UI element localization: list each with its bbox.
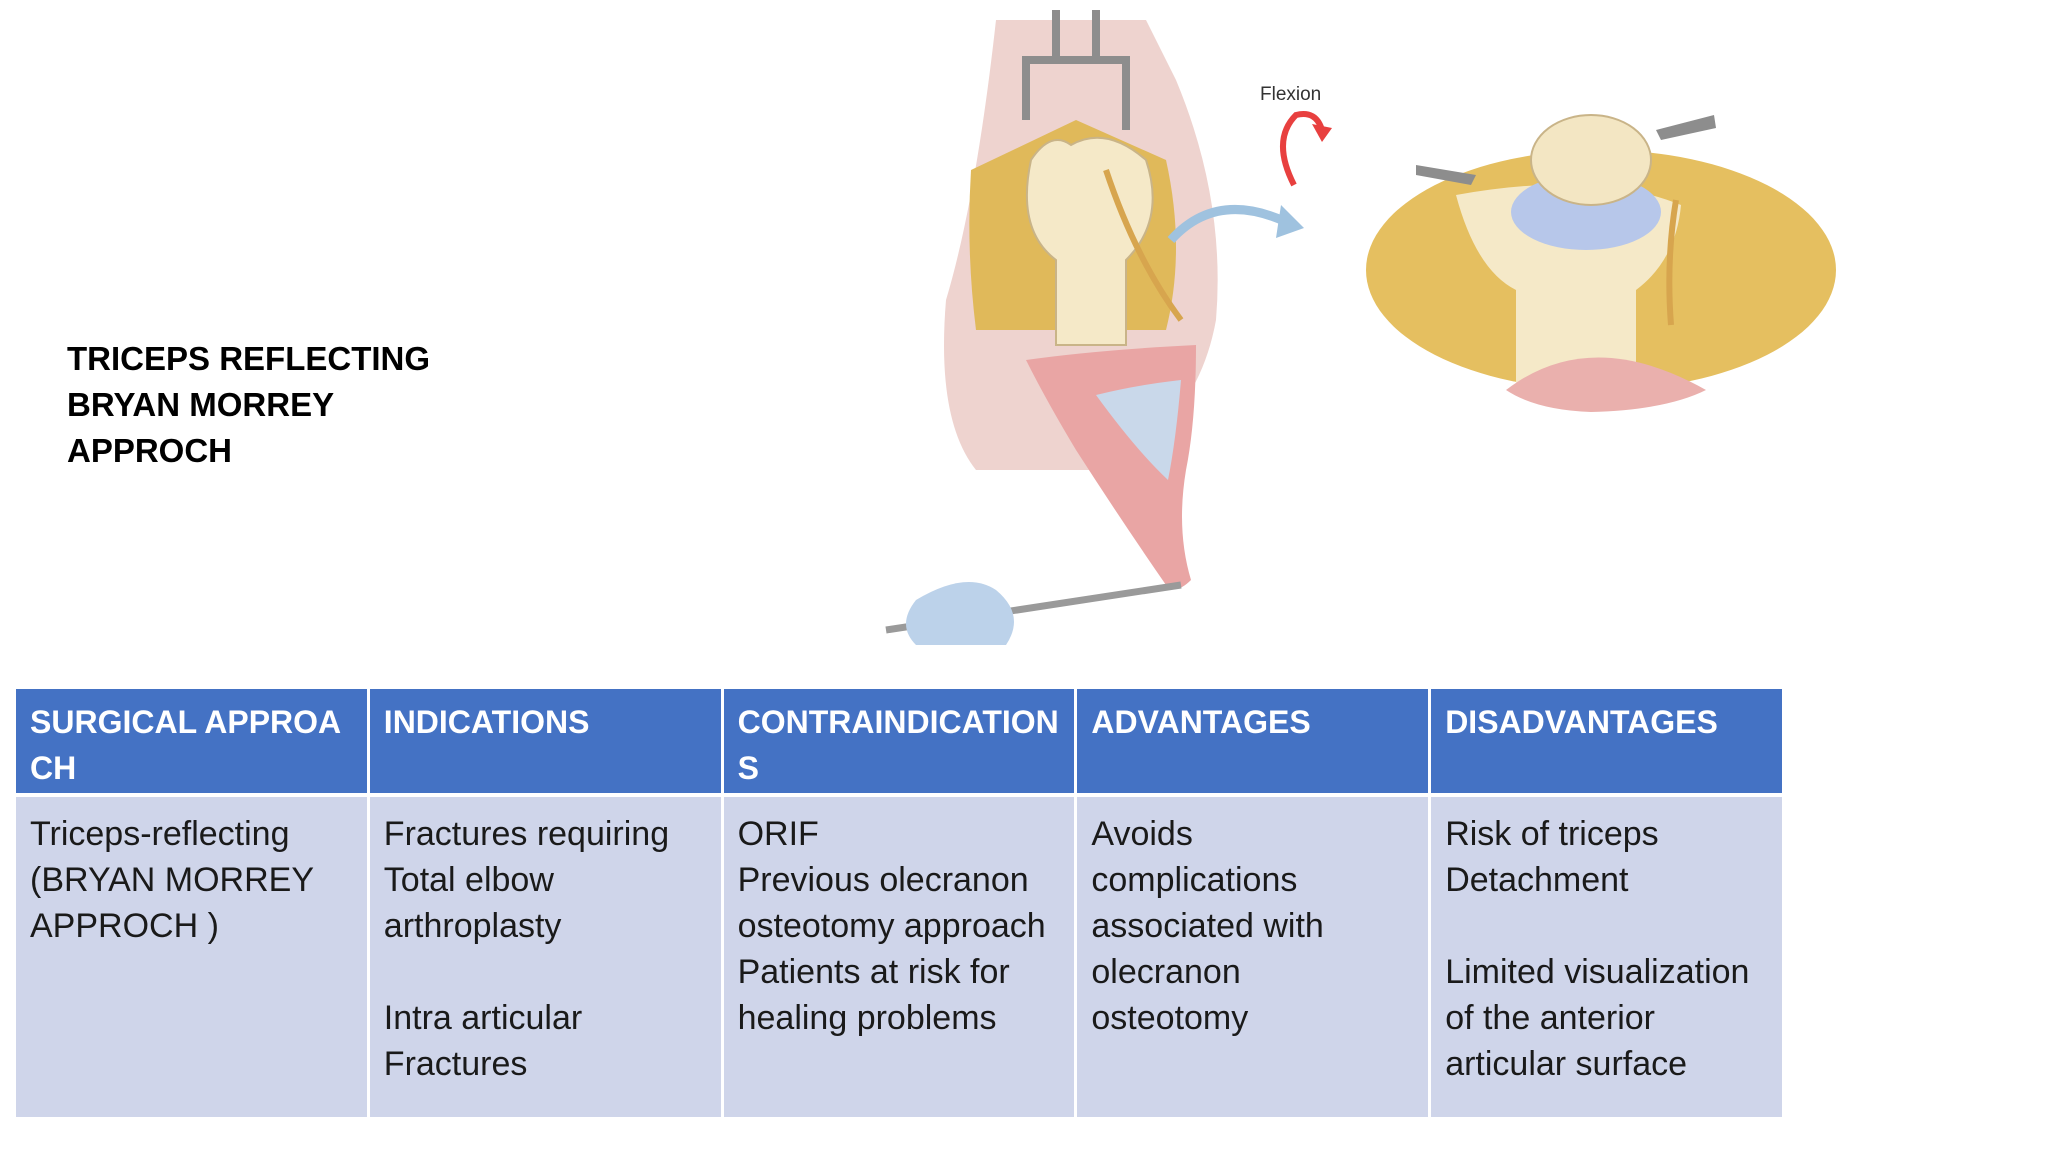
title-line-3: APPROCH [67, 432, 233, 469]
cell-line: (BRYAN MORREY [30, 861, 315, 899]
cell-line: articular surface [1445, 1045, 1688, 1083]
cell-line: healing problems [737, 999, 997, 1037]
cell-line: arthroplasty [383, 907, 562, 945]
cell-line: of the anterior [1445, 999, 1655, 1037]
cell-line: osteotomy approach [737, 907, 1046, 945]
closeup-olecranon [1530, 114, 1652, 206]
ulnar-nerve [1103, 169, 1184, 322]
cell-line: Total elbow [383, 861, 554, 899]
cell-line: complications [1091, 861, 1298, 899]
cell-contraindications: ORIF Previous olecranon osteotomy approa… [723, 797, 1075, 1117]
cell-line: Risk of triceps [1445, 815, 1659, 853]
cell-line: APPROCH ) [30, 907, 219, 945]
cell-line: Fractures [383, 1045, 528, 1083]
retractor-top [1022, 10, 1130, 130]
cell-line: Patients at risk for [737, 953, 1010, 991]
cell-line: Fractures requiring [383, 815, 670, 853]
cell-disadvantages: Risk of triceps Detachment Limited visua… [1431, 797, 1782, 1117]
cell-line: Triceps-reflecting [30, 815, 290, 853]
cell-line: Limited visualization [1445, 953, 1750, 991]
cell-advantages: Avoids complications associated with ole… [1077, 797, 1429, 1117]
cell-line: osteotomy [1091, 999, 1249, 1037]
closeup-nerve [1666, 199, 1679, 326]
closeup-retractors [1416, 115, 1716, 185]
cell-indications: Fractures requiring Total elbow arthropl… [369, 797, 721, 1117]
humerus-bone [1025, 136, 1154, 346]
header-surgical-approach: SURGICAL APPROACH [16, 689, 367, 793]
header-advantages: ADVANTAGES [1077, 689, 1429, 793]
cell-line: Avoids [1091, 815, 1193, 853]
cell-line: olecranon [1091, 953, 1241, 991]
transition-arrow [1167, 205, 1288, 244]
cell-line: Detachment [1445, 861, 1629, 899]
header-disadvantages: DISADVANTAGES [1431, 689, 1782, 793]
title-line-2: BRYAN MORREY [67, 386, 335, 423]
slide-title: TRICEPS REFLECTING BRYAN MORREY APPROCH [67, 336, 627, 474]
surgical-illustration: Flexion [876, 0, 1916, 645]
flexion-label: Flexion [1260, 84, 1321, 105]
spacer [384, 949, 707, 995]
header-contraindications: CONTRAINDICATIONS [723, 689, 1075, 793]
comparison-table: SURGICAL APPROACH INDICATIONS CONTRAINDI… [16, 689, 1782, 1117]
cell-line: Previous olecranon [737, 861, 1029, 899]
cell-line: Intra articular [383, 999, 583, 1037]
cell-line: ORIF [737, 815, 819, 853]
cell-surgical-approach: Triceps-reflecting (BRYAN MORREY APPROCH… [16, 797, 367, 1117]
spacer [1445, 903, 1768, 949]
title-line-1: TRICEPS REFLECTING [67, 340, 431, 377]
flexion-arrow-icon [1280, 111, 1325, 187]
triceps-tendon [1096, 380, 1181, 480]
closeup-muscle [1506, 357, 1706, 412]
glove [906, 582, 1014, 645]
header-indications: INDICATIONS [369, 689, 721, 793]
cell-line: associated with [1091, 907, 1324, 945]
